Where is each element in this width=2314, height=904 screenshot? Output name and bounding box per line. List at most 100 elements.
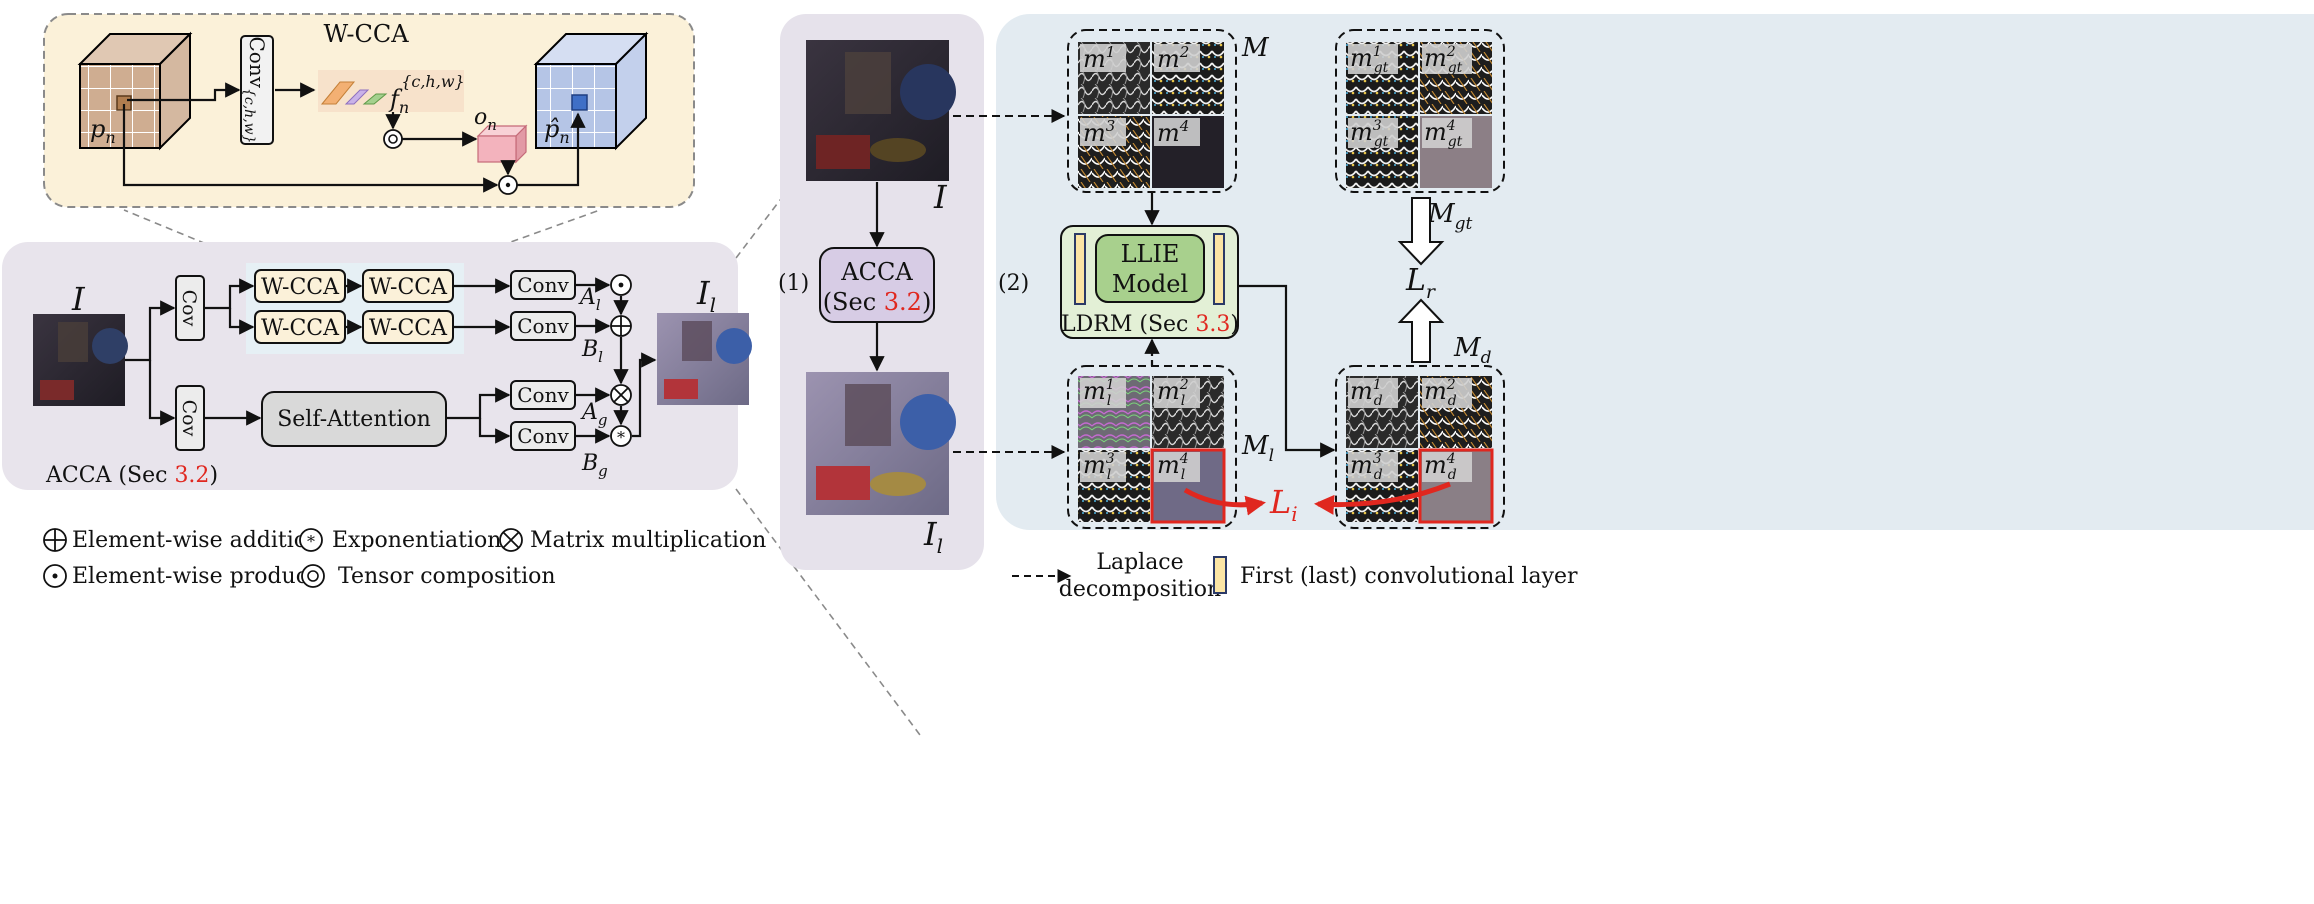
svg-text:W-CCA: W-CCA: [369, 275, 448, 300]
llie-model-box: [1095, 234, 1205, 303]
hollow-arrow-up: [1397, 298, 1445, 363]
a-l-label: Al: [578, 285, 601, 314]
acca-cov-label-bottom: Cov: [178, 400, 200, 437]
p-hat-n-label: p̂n: [544, 115, 570, 147]
m-group: m1 m2 m3 m4: [1067, 29, 1237, 193]
input-cube: [77, 31, 193, 151]
acca-input-image: [33, 314, 128, 406]
self-attention-label: Self-Attention: [277, 407, 431, 432]
svg-text:m4d: m4d: [1424, 451, 1457, 483]
legend-exponentiation: * Exponentiation: [299, 528, 501, 553]
o-n-bar: [476, 124, 528, 164]
L-r-label: Lr: [1405, 263, 1437, 303]
exponentiation-op: *: [610, 425, 632, 447]
laplace-arrows: [953, 109, 1066, 459]
M-l-label: Ml: [1241, 431, 1274, 466]
matmul-op: [610, 384, 632, 406]
wcca-arrows: [122, 82, 586, 193]
svg-text:Matrix multiplication: Matrix multiplication: [530, 528, 766, 553]
output-cube: [533, 31, 649, 151]
acca-caption: ACCA (Sec 3.2): [45, 463, 218, 488]
acca-block-ref: (Sec 3.2): [823, 288, 932, 316]
loss-arrows: [1183, 481, 1451, 516]
acca-input-label: I: [71, 280, 86, 318]
svg-text:W-CCA: W-CCA: [369, 316, 448, 341]
legend-matmul: Matrix multiplication: [499, 528, 766, 553]
legend-tensor-composition: Tensor composition: [301, 564, 556, 589]
acca-conv-blocks: Conv Conv Conv Conv: [510, 270, 576, 451]
svg-text:Element-wise addition: Element-wise addition: [72, 528, 321, 553]
f-n-bars: [320, 81, 388, 105]
right-arrows: [1144, 192, 1336, 458]
acca-arrows: [125, 277, 657, 444]
tensor-composition-op: [383, 129, 403, 149]
svg-text:Tensor composition: Tensor composition: [338, 564, 556, 589]
hollow-arrow-down: [1397, 197, 1445, 266]
svg-text:m2d: m2d: [1424, 377, 1457, 409]
svg-text:Conv: Conv: [517, 273, 569, 297]
acca-panel: I Cov Cov W-CCA W-CCA W-CCA W-CCA Conv: [2, 242, 752, 490]
llie-line1: LLIE: [1121, 240, 1180, 268]
svg-text:m1l: m1l: [1083, 377, 1115, 409]
svg-text:decomposition: decomposition: [1059, 577, 1221, 602]
svg-text:m2: m2: [1157, 43, 1189, 73]
svg-text:Conv: Conv: [517, 383, 569, 407]
svg-text:m3l: m3l: [1083, 451, 1115, 483]
legend-addition: Element-wise addition: [43, 528, 321, 553]
legend: Element-wise addition * Exponentiation M…: [43, 528, 1578, 602]
step1-label: (1): [778, 271, 809, 296]
svg-text:m4: m4: [1157, 117, 1189, 147]
llie-line2: Model: [1112, 270, 1188, 298]
legend-conv-layer: First (last) convolutional layer: [1213, 556, 1578, 594]
ldrm-block: LLIE Model LDRM (Sec 3.3): [1060, 225, 1239, 339]
acca-operators: *: [610, 274, 632, 447]
svg-text:m3d: m3d: [1350, 451, 1383, 483]
acca-block-title: ACCA: [840, 258, 913, 286]
b-l-label: Bl: [581, 337, 603, 366]
svg-text:Exponentiation: Exponentiation: [332, 528, 501, 553]
svg-text:First (last) convolutional lay: First (last) convolutional layer: [1240, 564, 1578, 589]
svg-text:m2l: m2l: [1157, 377, 1189, 409]
p-n-label: pn: [90, 115, 116, 147]
legend-product: Element-wise product: [43, 564, 317, 589]
acca-output-image: [657, 313, 752, 405]
acca-cov-label-top: Cov: [178, 290, 200, 327]
low-light-image: [806, 40, 956, 181]
svg-text:Conv: Conv: [517, 424, 569, 448]
M-d-label: Md: [1453, 333, 1492, 368]
a-g-label: Ag: [580, 400, 608, 429]
wcca-conv-label: Conv{c,h,w}: [241, 36, 269, 143]
middle-I-label: I: [933, 178, 948, 216]
svg-text:Laplace: Laplace: [1096, 550, 1183, 575]
svg-text:W-CCA: W-CCA: [261, 316, 340, 341]
product-op: [610, 274, 632, 296]
svg-text:*: *: [307, 532, 315, 551]
addition-op: [610, 315, 632, 337]
svg-text:W-CCA: W-CCA: [261, 275, 340, 300]
o-n-label: on: [474, 105, 497, 134]
svg-text:m3: m3: [1083, 117, 1115, 147]
wcca-panel: W-CCA pn Conv{c,h,w} fn{c,h,w}: [43, 13, 695, 208]
svg-text:Element-wise product: Element-wise product: [72, 564, 317, 589]
svg-text:m1: m1: [1083, 43, 1115, 73]
middle-Il-label: Il: [923, 515, 943, 558]
svg-text:*: *: [617, 428, 625, 447]
svg-text:m1d: m1d: [1350, 377, 1383, 409]
step2-label: (2): [998, 271, 1029, 296]
b-g-label: Bg: [581, 451, 608, 480]
legend-laplace: Laplace decomposition: [1012, 550, 1221, 602]
M-gt-label: Mgt: [1427, 199, 1473, 234]
enhanced-image: [806, 372, 956, 515]
element-product-op: [498, 175, 518, 195]
svg-text:Conv: Conv: [517, 314, 569, 338]
wcca-title: W-CCA: [323, 20, 409, 48]
right-panel: (2) m1 m2 m3 m4 M: [996, 14, 2314, 530]
